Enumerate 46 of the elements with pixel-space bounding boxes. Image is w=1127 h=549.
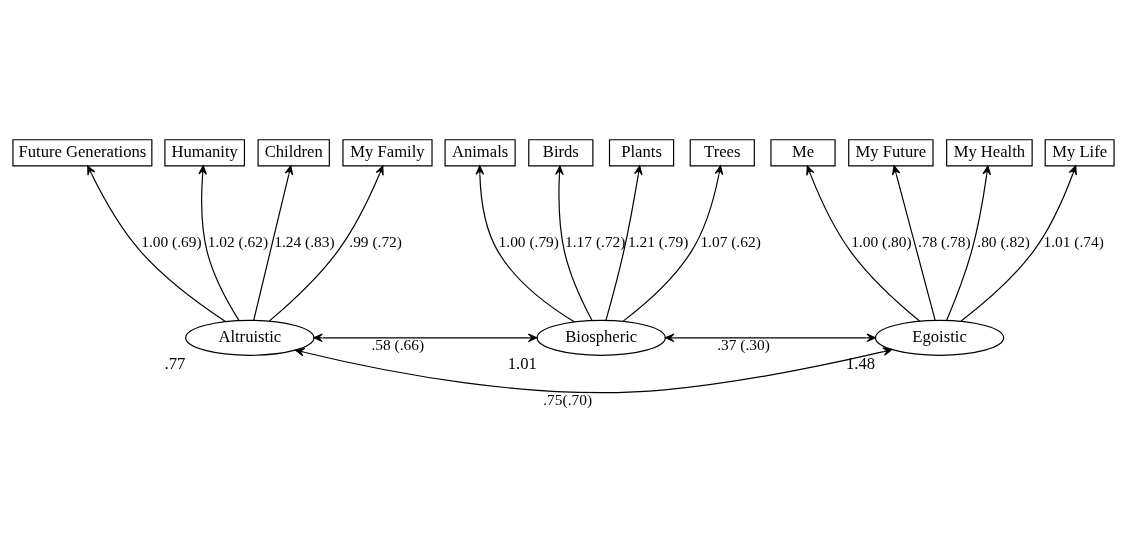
edge-label: .99 (.72) bbox=[349, 233, 402, 251]
node-box: Birds bbox=[528, 139, 594, 167]
arrow bbox=[313, 333, 538, 343]
arrow bbox=[605, 165, 643, 321]
node-box: Children bbox=[257, 139, 330, 167]
node-label: .77 bbox=[164, 353, 186, 373]
edge-label: .75(.70) bbox=[543, 390, 593, 408]
node-box: My Future bbox=[848, 139, 934, 167]
node-box: My Family bbox=[342, 139, 433, 167]
arrow bbox=[253, 165, 294, 321]
arrow bbox=[892, 165, 936, 321]
edge-label: 1.02 (.62) bbox=[207, 233, 269, 251]
node-box: Humanity bbox=[164, 139, 246, 167]
edge-label: .58 (.66) bbox=[371, 336, 425, 354]
node-box: My Health bbox=[946, 139, 1033, 167]
arrow bbox=[622, 165, 724, 322]
arrow bbox=[268, 165, 384, 322]
arrow bbox=[198, 165, 240, 321]
node-box: My Life bbox=[1044, 139, 1115, 167]
edge-label: 1.01 (.74) bbox=[1043, 233, 1104, 251]
edge-label: 1.24 (.83) bbox=[274, 233, 335, 251]
edge-label: 1.17 (.72) bbox=[565, 233, 626, 251]
node-ellipse: Biospheric bbox=[536, 319, 666, 356]
node-box: Me bbox=[770, 139, 836, 167]
arrow bbox=[806, 165, 921, 322]
arrow bbox=[475, 165, 575, 323]
edge-label: 1.07 (.62) bbox=[700, 233, 761, 251]
edge-label: 1.00 (.79) bbox=[498, 233, 559, 251]
edge-label: .78 (.78) bbox=[917, 233, 971, 251]
edge-label: 1.21 (.79) bbox=[627, 233, 689, 251]
edge-label: .37 (.30) bbox=[717, 336, 770, 354]
node-box: Plants bbox=[608, 139, 675, 167]
arrow bbox=[555, 165, 593, 321]
node-box: Trees bbox=[689, 139, 755, 167]
arrow bbox=[665, 333, 876, 343]
node-box: Animals bbox=[444, 139, 516, 167]
edge-label: 1.00 (.80) bbox=[851, 233, 912, 251]
node-box: Future Generations bbox=[12, 139, 153, 167]
arrow bbox=[960, 165, 1077, 322]
node-label: 1.48 bbox=[846, 353, 876, 373]
arrow bbox=[87, 165, 226, 322]
node-label: 1.01 bbox=[507, 353, 537, 373]
arrow bbox=[295, 347, 893, 394]
edge-label: .80 (.82) bbox=[977, 233, 1030, 251]
edge-label: 1.00 (.69) bbox=[141, 233, 202, 251]
arrow bbox=[946, 165, 992, 321]
